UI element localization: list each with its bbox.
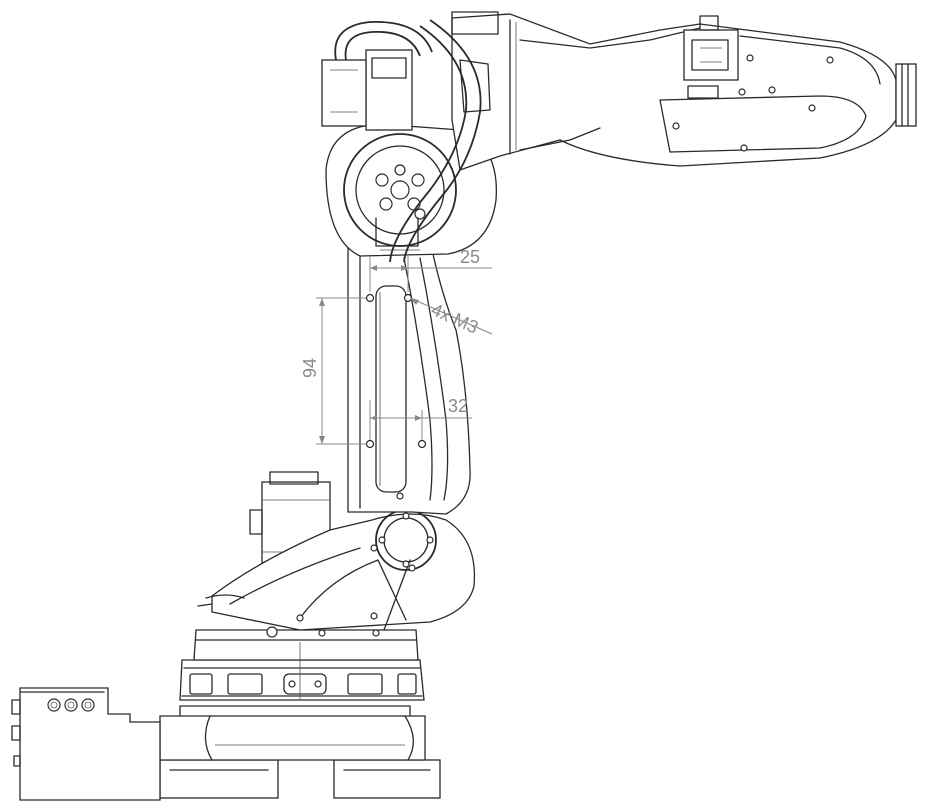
dimension-horizontal-spacing: 32 xyxy=(369,396,472,440)
dimension-vertical-spacing: 94 xyxy=(300,297,366,445)
connector-box xyxy=(11,687,161,801)
dim-top-offset-label: 25 xyxy=(460,247,480,267)
robot-base xyxy=(159,626,441,799)
elbow-joint xyxy=(325,123,498,257)
upper-arm xyxy=(347,239,471,515)
cable-harness xyxy=(334,19,482,263)
dim-vertical-spacing-label: 94 xyxy=(300,358,320,378)
elbow-motor xyxy=(321,49,491,131)
dimension-top-offset: 25 xyxy=(369,247,492,292)
shoulder-link xyxy=(197,509,476,631)
dim-horizontal-spacing-label: 32 xyxy=(448,396,468,416)
forearm xyxy=(451,11,917,171)
